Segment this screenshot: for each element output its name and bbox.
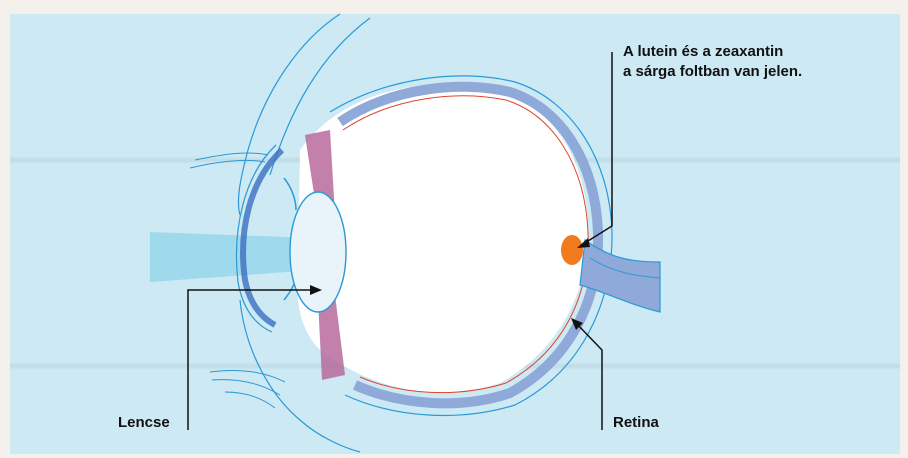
label-lens: Lencse	[118, 413, 170, 433]
annotation-lutein-line2: a sárga foltban van jelen.	[623, 62, 802, 82]
eyelashes-bottom	[210, 370, 285, 408]
label-retina: Retina	[613, 413, 659, 433]
annotation-lutein-line1: A lutein és a zeaxantin	[623, 42, 802, 62]
macula-spot	[561, 235, 583, 265]
pointer-lencse	[188, 290, 318, 430]
pointer-retina	[575, 322, 602, 430]
eyelashes-top	[190, 153, 268, 168]
annotation-lutein: A lutein és a zeaxantin a sárga foltban …	[623, 42, 802, 82]
iris-top	[284, 178, 296, 210]
lens	[290, 192, 346, 312]
